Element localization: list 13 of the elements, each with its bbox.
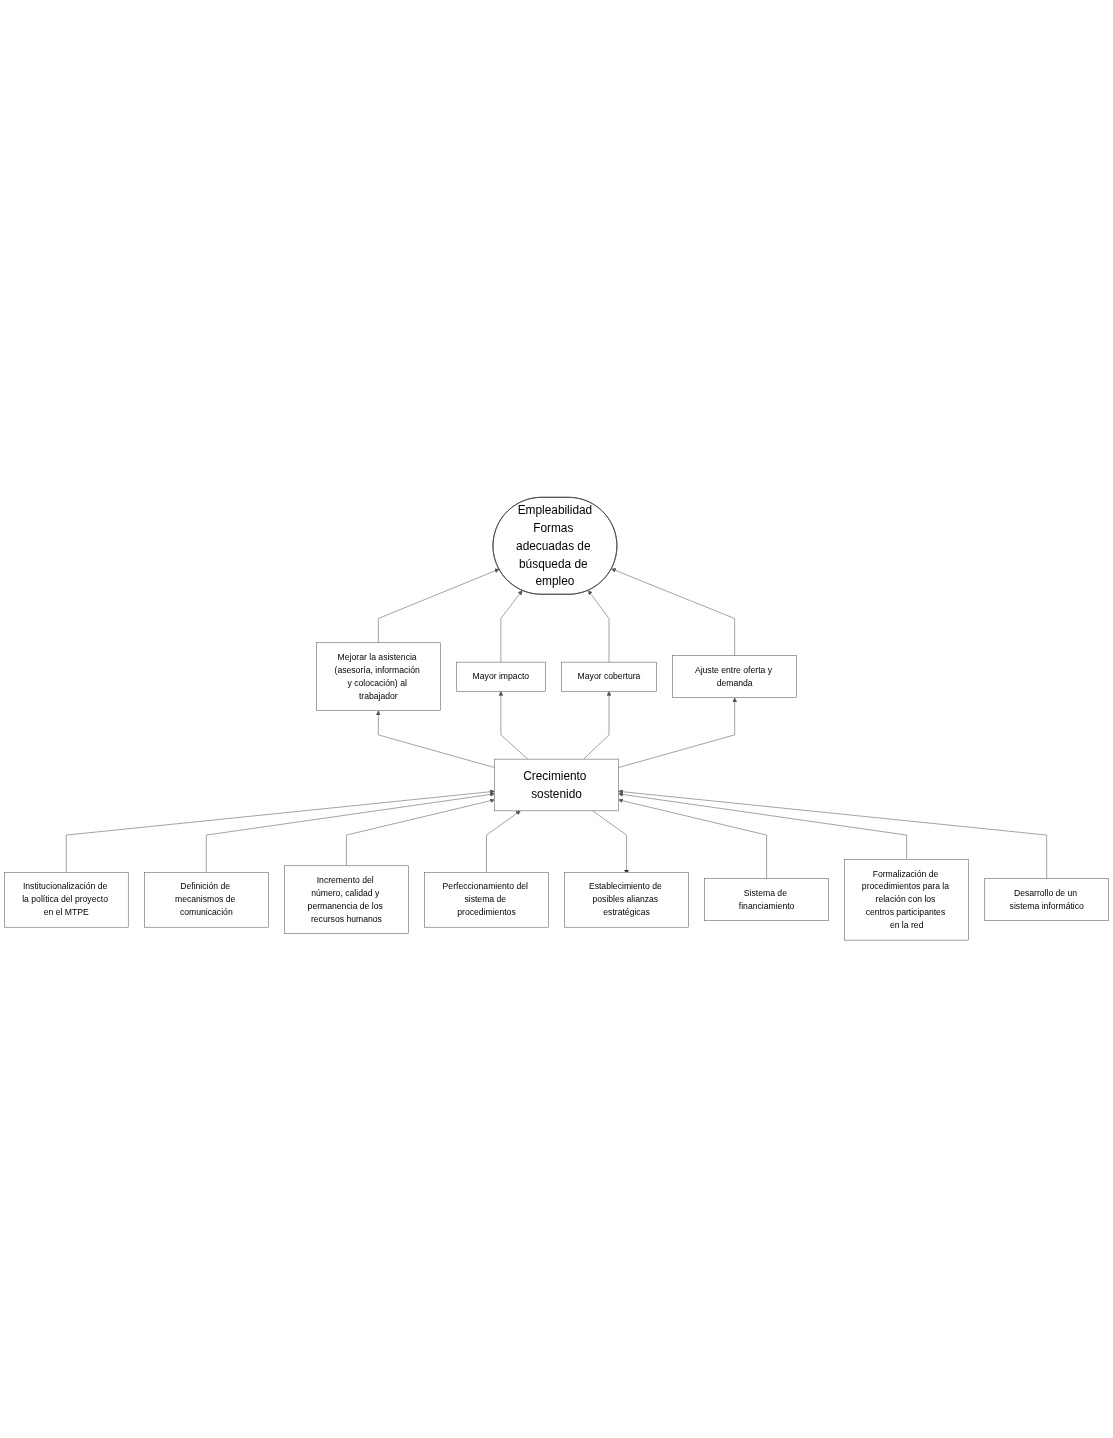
node-box: Establecimiento de posibles alianzas estratégicas [564,872,689,928]
node-box: Desarrollo de un sistema informático [984,878,1109,922]
node-box: Definición de mecanismos de comunicación [144,872,269,928]
node-box: Mayor impacto [456,662,546,692]
node-box: Crecimiento sostenido [494,759,619,812]
node-box: Mejorar la asistencia (asesoría, información y colocación) al trabajador [316,642,441,712]
node-box: Sistema de financiamiento [704,878,829,922]
node-box: Perfeccionamiento del sistema de procedimientos [424,872,549,928]
node-box: Ajuste entre oferta y demanda [672,655,797,699]
node-box: Incremento del número, calidad y permanencia de los recursos humanos [284,865,409,935]
node-box: Institucionalización de la política del proyecto en el MTPE [4,872,129,928]
node-box: Mayor cobertura [561,662,657,692]
node-box: Formalización de procedimientos para la relación con los centros participantes en la red [844,859,969,941]
